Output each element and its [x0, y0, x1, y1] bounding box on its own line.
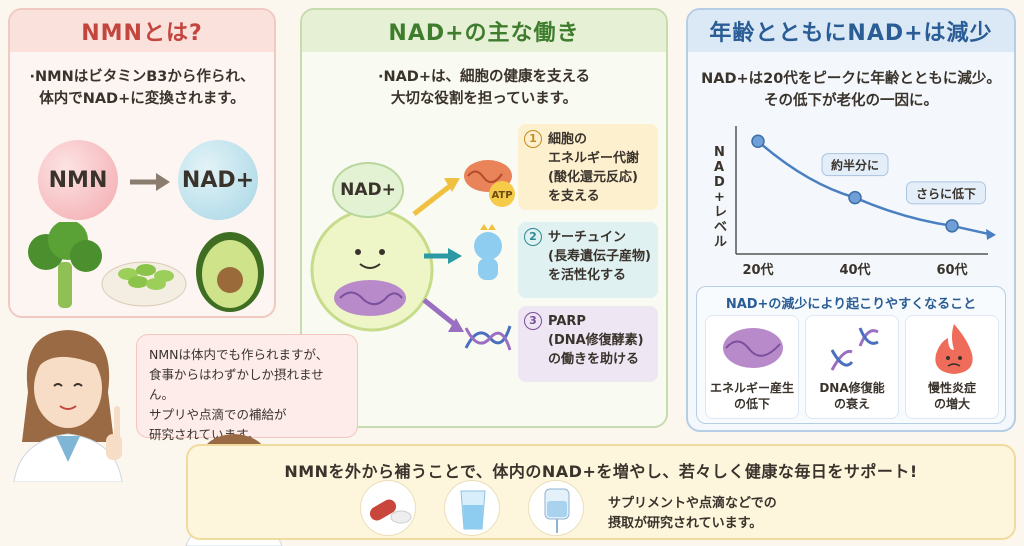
broken-dna-icon: [830, 327, 879, 371]
x-tick-label-2: 60代: [936, 262, 967, 278]
annotation-label-1: さらに低下: [916, 186, 976, 201]
summary-banner: NMNを外から補うことで、体内のNAD+を増やし、若々しく健康な毎日をサポート!…: [186, 444, 1016, 540]
nmn-description: ·NMNはビタミンB3から作られ、 体内でNAD+に変換されます。: [29, 69, 255, 107]
effect-inflammation: 慢性炎症の増大: [905, 315, 999, 419]
food-illustration: [28, 222, 264, 312]
nad-label-bubble: NAD+: [332, 162, 404, 218]
broccoli-icon: [28, 222, 102, 308]
flame-icon: [935, 324, 973, 374]
summary-subtext: サプリメントや点滴などでの 摂取が研究されています。: [608, 496, 777, 531]
nad-roles-title: NAD+の主な働き: [302, 10, 666, 52]
atp-label: ATP: [491, 190, 512, 201]
data-point-2: [945, 219, 959, 233]
role-number-2: 2: [524, 228, 542, 246]
nad-roles-description: ·NAD+は、細胞の健康を支える 大切な役割を担っています。: [377, 69, 591, 107]
water-glass-icon: [460, 490, 486, 530]
dna-icon: [464, 325, 512, 351]
nad-decline-description: NAD+は20代をピークに年齢とともに減少。 その低下が老化の一因に。: [701, 71, 1001, 109]
summary-message: NMNを外から補うことで、体内のNAD+を増やし、若々しく健康な毎日をサポート!: [284, 462, 918, 481]
doctor-speech-bubble: NMNは体内でも作られますが、 食事からはわずかしか摂れません。 サプリや点滴で…: [136, 334, 358, 442]
decline-effects-title: NAD+の減少により起こりやすくなること: [725, 297, 977, 312]
role-parp: 3 PARP (DNA修復酵素) の働きを助ける: [518, 306, 658, 382]
nmn-panel: NMNとは? ·NMNはビタミンB3から作られ、 体内でNAD+に変換されます。…: [8, 8, 276, 318]
nad-roles-panel: NAD+の主な働き ·NAD+は、細胞の健康を支える 大切な役割を担っています。…: [300, 8, 668, 428]
mitochondria-icon: ATP: [464, 160, 515, 207]
x-tick-label-1: 40代: [839, 262, 870, 278]
arrow-down-right-icon: [422, 298, 464, 332]
edamame-bowl-icon: [101, 261, 187, 307]
nad-circle: NAD+: [178, 140, 258, 220]
capsule-icon: [369, 499, 412, 524]
sirtuin-mascot-icon: [474, 224, 502, 280]
nmn-panel-title: NMNとは?: [10, 10, 274, 52]
annotation-box-0: [821, 153, 889, 177]
nad-decline-panel: 年齢とともにNAD+は減少 NAD+は20代をピークに年齢とともに減少。 その低…: [686, 8, 1016, 432]
effect-energy-decline: エネルギー産生の低下: [705, 315, 799, 419]
avocado-icon: [196, 232, 264, 312]
role-number-1: 1: [524, 130, 542, 148]
effect-dna-repair: DNA修復能の衰え: [805, 315, 899, 419]
role-sirtuin: 2 サーチュイン (長寿遺伝子産物) を活性化する: [518, 222, 658, 298]
line-arrowhead: [986, 228, 996, 240]
annotation-box-1: [906, 181, 986, 205]
role-arrows: ATP: [412, 160, 515, 351]
pointing-hand-icon: [106, 406, 122, 460]
arrow-right-icon: [424, 248, 462, 264]
arrow-right-icon: [130, 173, 170, 191]
decline-effects-box: NAD+の減少により起こりやすくなること エネルギー産生の低下 DNA修復能の衰…: [696, 286, 1006, 424]
role-number-3: 3: [524, 312, 542, 330]
annotation-label-0: 約半分に: [831, 158, 879, 173]
x-tick-label-0: 20代: [742, 262, 773, 278]
data-point-0: [751, 134, 765, 149]
nmn-circle: NMN: [38, 140, 118, 220]
iv-drip-icon: [544, 488, 570, 533]
arrow-up-right-icon: [412, 178, 460, 216]
doctor-illustration: [13, 330, 123, 482]
water-circle: [444, 480, 500, 536]
capsule-circle: [360, 480, 416, 536]
nad-decline-title: 年齢とともにNAD+は減少: [688, 10, 1014, 52]
drip-circle: [528, 480, 584, 536]
data-point-1: [848, 190, 862, 205]
tired-mitochondria-icon: [723, 328, 783, 368]
role-energy-metabolism: 1 細胞の エネルギー代謝 (酸化還元反応) を支える: [518, 124, 658, 210]
